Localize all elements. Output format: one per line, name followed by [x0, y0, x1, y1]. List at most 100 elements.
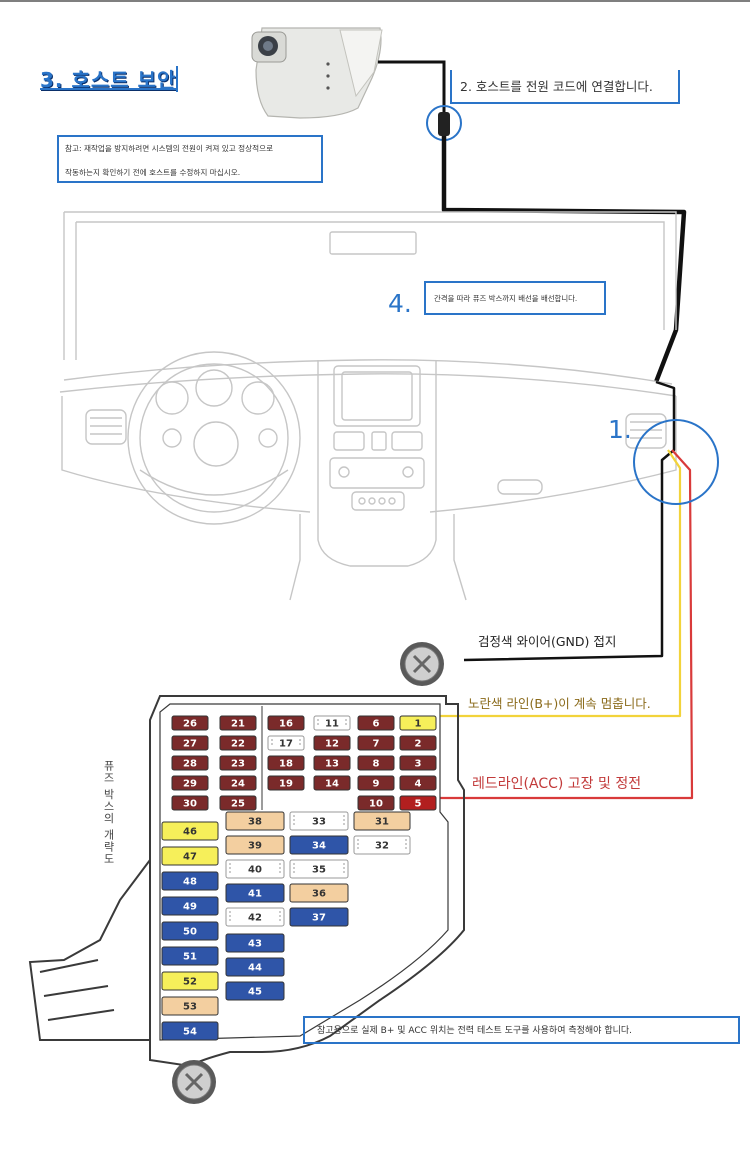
gnd-wire	[463, 380, 676, 662]
fuse-label: 30	[183, 799, 197, 810]
fuse-label: 28	[183, 759, 197, 770]
fuse-49: 49	[161, 896, 219, 916]
fuse-label: 52	[183, 977, 197, 988]
fuse-label: 26	[183, 719, 197, 730]
fuse-label: 50	[183, 927, 197, 938]
fuse-3: 3	[399, 755, 437, 771]
yellow-wire-label: 노란색 라인(B+)이 계속 멈춥니다.	[468, 696, 651, 711]
fuse-12: 12	[313, 735, 351, 751]
fuse-body	[353, 811, 411, 831]
fuse-empty-slot-marks	[229, 911, 281, 923]
fuse-40: 40	[225, 859, 285, 879]
fuse-label: 47	[183, 852, 197, 863]
fuse-label: 18	[279, 759, 293, 770]
fuse-label: 45	[248, 987, 262, 998]
warning-note-box: 참고: 재작업을 방지하려면 시스템의 전원이 켜져 있고 정상적으로 작동하는…	[57, 135, 323, 183]
fuse-label: 37	[312, 913, 326, 924]
fuse-body	[225, 883, 285, 903]
fuse-label: 14	[325, 779, 339, 790]
fuse-label: 8	[373, 759, 380, 770]
fuse-empty-slot-marks	[293, 863, 345, 875]
fuse-label: 24	[231, 779, 245, 790]
fuse-body	[161, 821, 219, 841]
fuse-body	[225, 811, 285, 831]
fuse-4: 4	[399, 775, 437, 791]
fuse-18: 18	[267, 755, 305, 771]
fuse-label: 10	[369, 799, 383, 810]
fuse-empty-slot-marks	[317, 719, 347, 727]
fuse-body	[357, 755, 395, 771]
fuse-body	[357, 735, 395, 751]
fuse-26: 26	[171, 715, 209, 731]
fuse-body	[289, 811, 349, 831]
fuse-47: 47	[161, 846, 219, 866]
fuse-body	[225, 907, 285, 927]
fuse-8: 8	[357, 755, 395, 771]
fuse-label: 3	[415, 759, 422, 770]
fuse-body	[353, 835, 411, 855]
fuse-34: 34	[289, 835, 349, 855]
fuse-body	[161, 946, 219, 966]
fuse-13: 13	[313, 755, 351, 771]
fuse-53: 53	[161, 996, 219, 1016]
fuse-21: 21	[219, 715, 257, 731]
fuse-body	[225, 859, 285, 879]
fuse-body	[313, 755, 351, 771]
apillar-highlight-circle	[633, 419, 719, 505]
fuse-label: 36	[312, 889, 326, 900]
fuse-body	[225, 933, 285, 953]
fuse-body	[289, 907, 349, 927]
fuse-41: 41	[225, 883, 285, 903]
gnd-wire-label: 검정색 와이어(GND) 접지	[478, 634, 617, 649]
fuse-body	[225, 835, 285, 855]
fuse-5: 5	[399, 795, 437, 811]
power-cable-top	[378, 60, 446, 118]
fuse-label: 13	[325, 759, 339, 770]
fuse-label: 33	[312, 817, 326, 828]
fuse-body	[219, 735, 257, 751]
fuse-30: 30	[171, 795, 209, 811]
fuse-body	[399, 735, 437, 751]
cable-along-headliner	[441, 136, 687, 383]
fuse-body	[357, 795, 395, 811]
fuse-label: 32	[375, 841, 389, 852]
fuse-2: 2	[399, 735, 437, 751]
fuse-body	[289, 835, 349, 855]
fuse-25: 25	[219, 795, 257, 811]
fuse-label: 25	[231, 799, 245, 810]
fuse-body	[219, 715, 257, 731]
fuse-body	[267, 775, 305, 791]
fuse-label: 34	[312, 841, 326, 852]
fuse-11: 11	[313, 715, 351, 731]
fuse-label: 23	[231, 759, 245, 770]
fuse-24: 24	[219, 775, 257, 791]
fuse-45: 45	[225, 981, 285, 1001]
step-1-number: 1.	[608, 415, 632, 444]
fuse-label: 2	[415, 739, 422, 750]
fuse-label: 17	[279, 739, 293, 750]
fuse-body	[399, 715, 437, 731]
warning-note-line-1: 참고: 재작업을 방지하려면 시스템의 전원이 켜져 있고 정상적으로	[65, 144, 274, 153]
fuse-44: 44	[225, 957, 285, 977]
fuse-empty-slot-marks	[271, 739, 301, 747]
fuse-body	[161, 846, 219, 866]
step-2-callout: 2. 호스트를 전원 코드에 연결합니다.	[450, 70, 680, 104]
fuse-28: 28	[171, 755, 209, 771]
fuse-19: 19	[267, 775, 305, 791]
red-wire-label: 레드라인(ACC) 고장 및 정전	[472, 776, 642, 792]
fuse-body	[267, 735, 305, 751]
fuse-38: 38	[225, 811, 285, 831]
warning-note-line-2: 작동하는지 확인하기 전에 호스트를 수정하지 마십시오.	[65, 168, 241, 177]
fuse-body	[161, 996, 219, 1016]
fuse-body	[357, 715, 395, 731]
fuse-48: 48	[161, 871, 219, 891]
fuse-body	[267, 755, 305, 771]
fuse-label: 7	[373, 739, 380, 750]
fuse-1: 1	[399, 715, 437, 731]
fuse-label: 41	[248, 889, 262, 900]
